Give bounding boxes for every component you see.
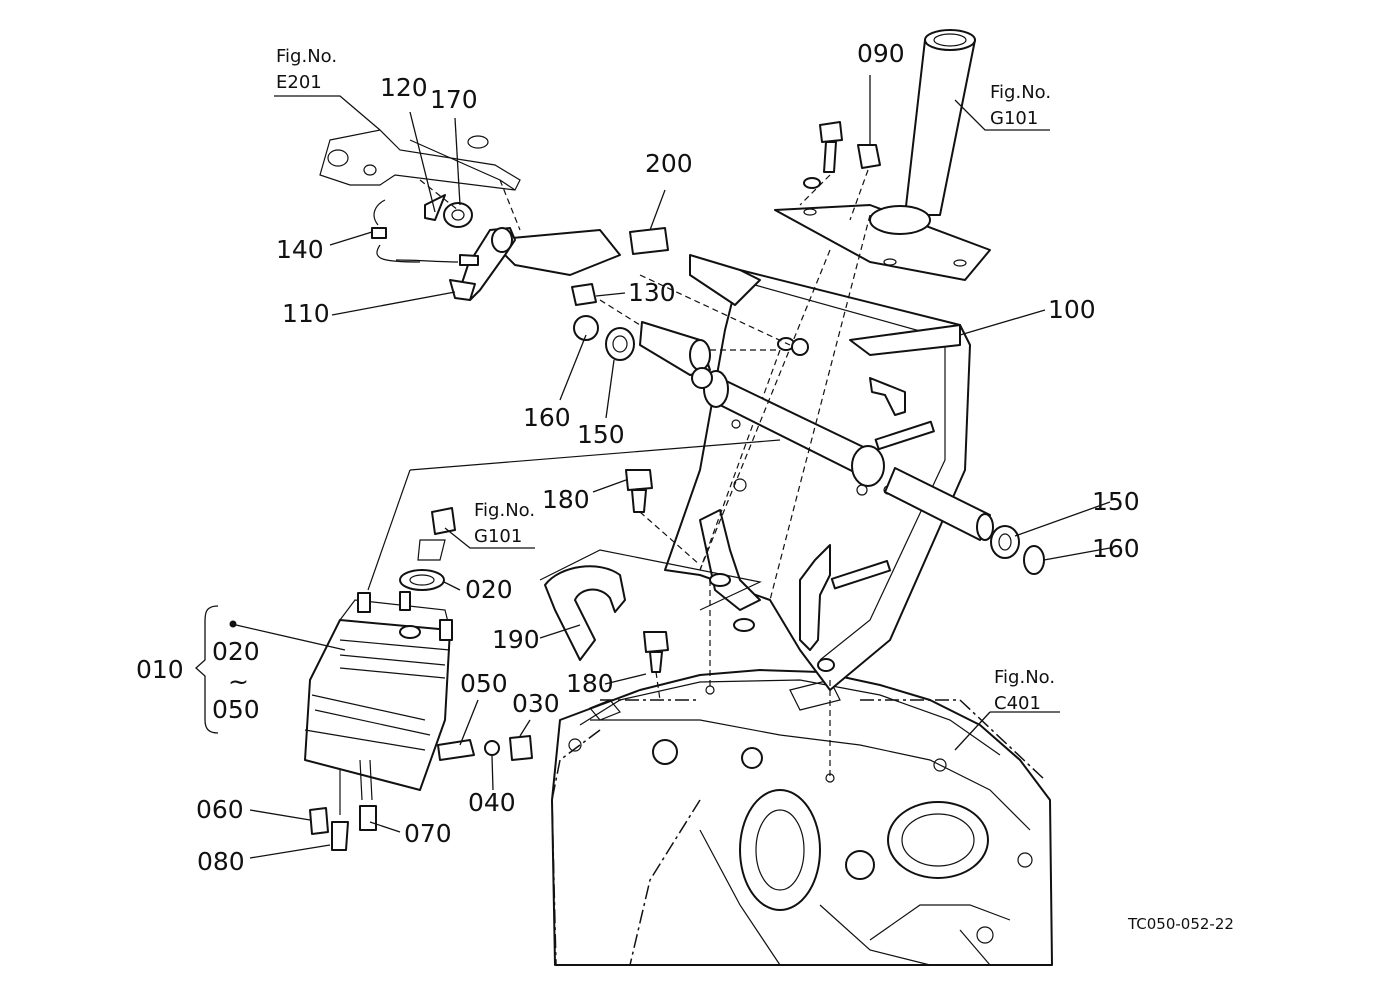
part-label-190: 190 (492, 625, 540, 654)
part-label-140: 140 (276, 235, 324, 264)
valve-block-drawing (304, 439, 781, 851)
fig-ref-g101-mid-line1: Fig.No. (474, 500, 535, 521)
part-label-080: 080 (197, 847, 245, 876)
part-label-030: 030 (512, 689, 560, 718)
fig-ref-g101-top-line1: Fig.No. (990, 82, 1051, 103)
fig-ref-g101-mid-line2: G101 (474, 526, 522, 547)
steering-column-drawing (699, 29, 991, 601)
part-label-060: 060 (196, 795, 244, 824)
assembly-label-010: 010 (136, 655, 184, 684)
pedal-bracket-drawing (664, 254, 971, 691)
part-label-040: 040 (468, 788, 516, 817)
assembly-bracket (195, 605, 237, 734)
part-label-170: 170 (430, 85, 478, 114)
drawing-lines (195, 29, 1111, 966)
assembly-range-start: 020 (212, 637, 260, 666)
fig-ref-c401-line1: Fig.No. (994, 667, 1055, 688)
pedal-arm-drawing (319, 129, 669, 361)
cross-shaft-drawing (639, 321, 994, 541)
part-label-070: 070 (404, 819, 452, 848)
part-label-150-right: 150 (1092, 487, 1140, 516)
fig-ref-g101-top-line2: G101 (990, 108, 1038, 129)
assembly-labels: 010 020 ~ 050 (136, 637, 260, 724)
bolts-180-drawing (625, 469, 831, 780)
transmission-housing-drawing (551, 669, 1053, 966)
part-label-200: 200 (645, 149, 693, 178)
part-number-labels: 120 170 200 090 140 110 130 100 160 150 … (196, 39, 1140, 876)
bolt-nut-090-drawing (639, 121, 881, 356)
fig-ref-e201-line2: E201 (276, 72, 322, 93)
part-label-020: 020 (465, 575, 513, 604)
part-label-180-lower: 180 (566, 669, 614, 698)
fig-ref-e201-line1: Fig.No. (276, 46, 337, 67)
drawing-code: TC050-052-22 (1127, 915, 1234, 933)
part-label-130: 130 (628, 278, 676, 307)
fig-ref-c401-line2: C401 (994, 693, 1041, 714)
part-label-150-left: 150 (577, 420, 625, 449)
part-label-110: 110 (282, 299, 330, 328)
leader-lines (235, 75, 1111, 859)
part-label-180-upper: 180 (542, 485, 590, 514)
part-label-100: 100 (1048, 295, 1096, 324)
part-label-050: 050 (460, 669, 508, 698)
assembly-range-end: 050 (212, 695, 260, 724)
part-label-160-left: 160 (523, 403, 571, 432)
hook-190-drawing (539, 549, 762, 661)
right-bearing-drawing (990, 525, 1045, 575)
assembly-range-separator: ~ (228, 667, 249, 696)
fig-reference-labels: Fig.No. E201 Fig.No. G101 Fig.No. G101 F… (276, 46, 1055, 714)
part-label-090: 090 (857, 39, 905, 68)
part-label-160-right: 160 (1092, 534, 1140, 563)
part-label-120: 120 (380, 73, 428, 102)
